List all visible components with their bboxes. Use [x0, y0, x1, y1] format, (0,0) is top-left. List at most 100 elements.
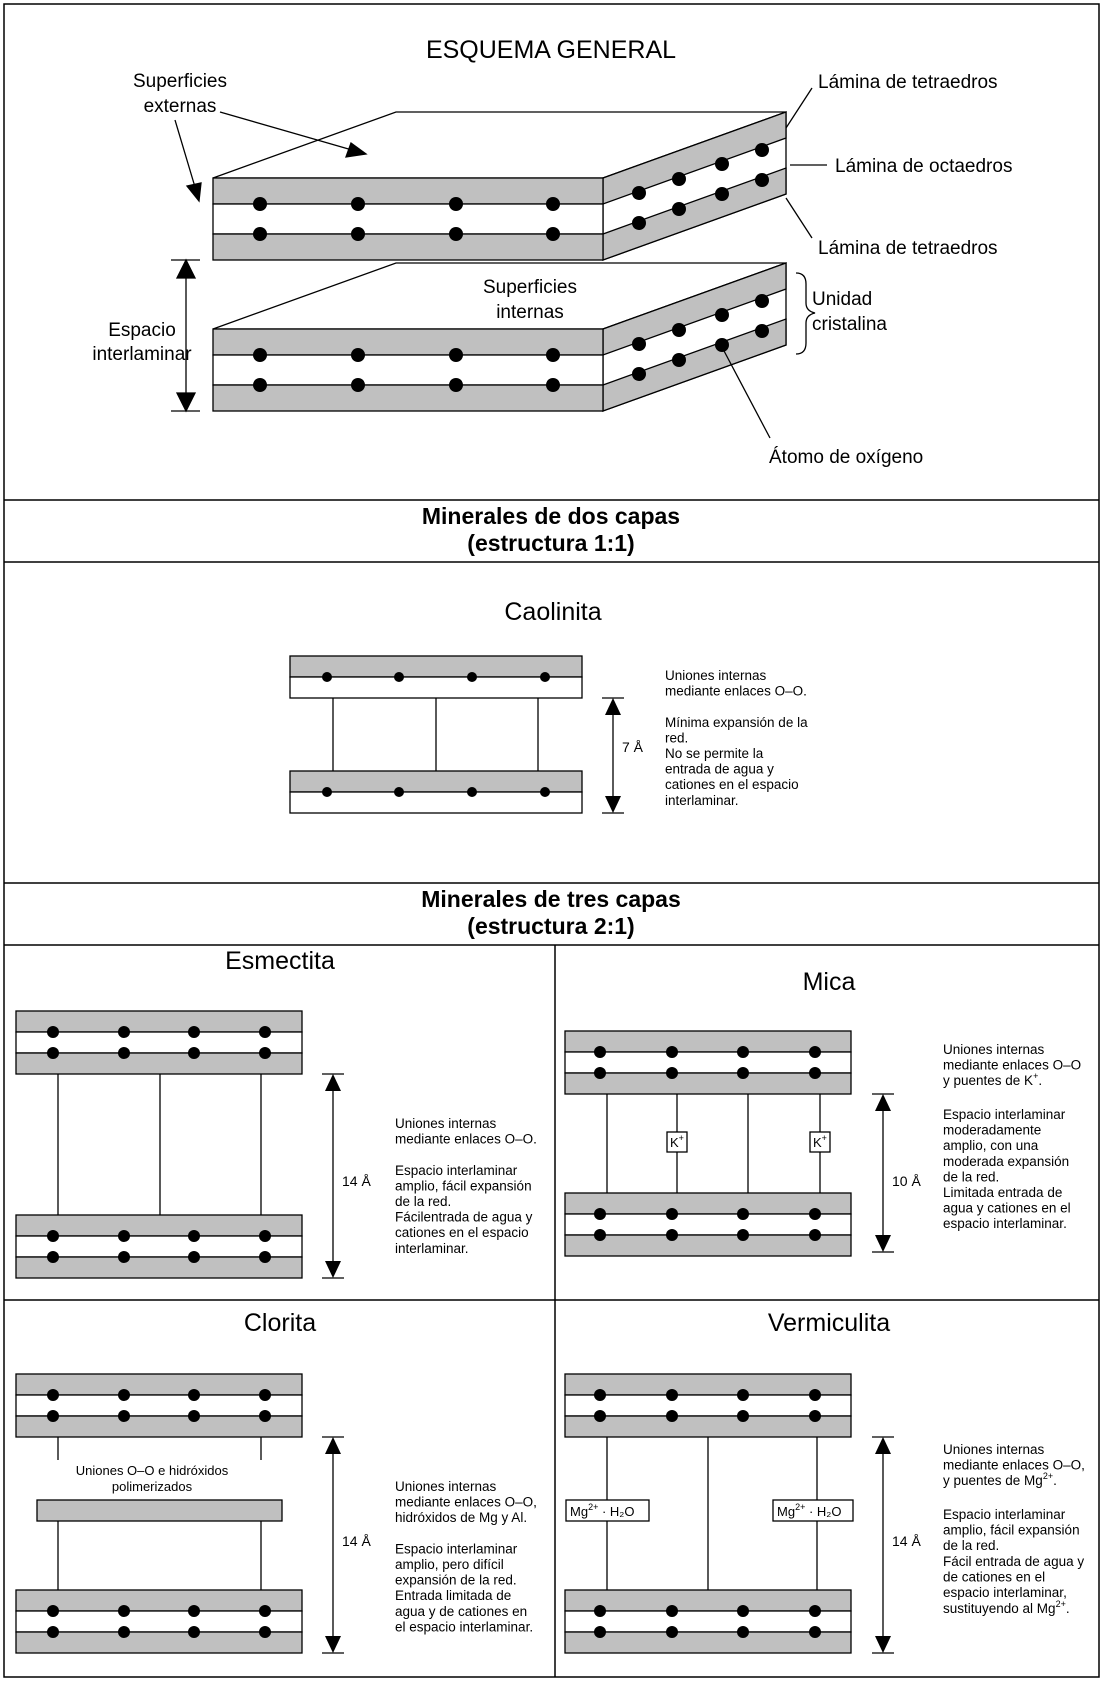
- mica-desc-line: Limitada entrada de: [943, 1185, 1062, 1200]
- oxygen-atom: [253, 197, 267, 211]
- oxygen-atom: [259, 1389, 271, 1401]
- potassium-ion-box: [666, 1131, 688, 1153]
- oxygen-atom: [467, 672, 477, 682]
- mica-panel: Mica K+K+ 10 Å Uniones internasmediante …: [564, 968, 1081, 1257]
- oxygen-atom: [47, 1605, 59, 1617]
- oxygen-atom: [449, 348, 463, 362]
- oxygen-atom: [259, 1047, 271, 1059]
- tetrahedral-sheet: [15, 1415, 303, 1438]
- oxygen-atom: [259, 1026, 271, 1038]
- oxygen-atom: [118, 1047, 130, 1059]
- tetrahedral-sheet: [564, 1030, 852, 1053]
- label-interlayer-2: interlaminar: [92, 344, 192, 365]
- chlorite-desc-line: Espacio interlaminar: [395, 1541, 518, 1556]
- oxygen-atom: [47, 1251, 59, 1263]
- mica-desc-line: agua y cationes en el: [943, 1201, 1071, 1216]
- arrow-head-up: [325, 1437, 341, 1454]
- magnesium-water-label: Mg2+ · H₂O: [777, 1502, 841, 1519]
- mica-desc-line: amplio, con una: [943, 1138, 1039, 1153]
- surfaces-external-arrows: [174, 111, 368, 203]
- label-surfaces-internal-2: internas: [496, 302, 564, 323]
- oxygen-atom: [47, 1410, 59, 1422]
- smectite-desc-line: cationes en el espacio: [395, 1225, 529, 1240]
- oxygen-atom: [666, 1208, 678, 1220]
- oxygen-atom: [594, 1229, 606, 1241]
- kaolinite-desc-line: mediante enlaces O–O.: [665, 684, 807, 699]
- oxygen-atom: [118, 1626, 130, 1638]
- label-crystal-unit-1: Unidad: [812, 289, 872, 310]
- oxygen-atom: [755, 324, 769, 338]
- oxygen-atom: [594, 1389, 606, 1401]
- kaolinite-desc-line: cationes en el espacio: [665, 777, 799, 792]
- tetrahedral-sheet: [15, 1010, 303, 1033]
- mica-desc-line: espacio interlaminar.: [943, 1216, 1067, 1231]
- octahedral-sheet: [289, 676, 583, 699]
- tetrahedral-sheet: [15, 1214, 303, 1237]
- mica-desc-line: Uniones internas: [943, 1042, 1045, 1057]
- label-crystal-unit-2: cristalina: [812, 314, 887, 335]
- smectite-desc-line: mediante enlaces O–O.: [395, 1132, 537, 1147]
- oxygen-atom: [253, 378, 267, 392]
- sheet-pointer-lines: [785, 87, 827, 239]
- label-surfaces-external-1: Superficies: [133, 71, 227, 92]
- oxygen-atom: [715, 308, 729, 322]
- label-surfaces-external-2: externas: [144, 96, 217, 117]
- oxygen-atom: [666, 1626, 678, 1638]
- tetrahedral-sheet: [15, 1373, 303, 1396]
- mica-desc-line: y puentes de K+.: [943, 1071, 1042, 1088]
- oxygen-atom: [546, 227, 560, 241]
- vermiculite-desc-line: Fácil entrada de agua y: [943, 1554, 1084, 1569]
- smectite-structure: [15, 1010, 344, 1279]
- oxygen-atom: [322, 672, 332, 682]
- oxygen-atom: [540, 787, 550, 797]
- oxygen-atom: [594, 1605, 606, 1617]
- kaolinite-spacing: 7 Å: [622, 739, 644, 755]
- oxygen-atom: [737, 1208, 749, 1220]
- oxygen-atom: [394, 672, 404, 682]
- oxygen-atom: [259, 1626, 271, 1638]
- chlorite-interlayer-label-1: Uniones O–O e hidróxidos: [76, 1463, 229, 1478]
- oxygen-atom: [809, 1626, 821, 1638]
- smectite-desc-line: Espacio interlaminar: [395, 1163, 518, 1178]
- crystal-unit-brace: [795, 272, 816, 355]
- smectite-desc-line: Fácilentrada de agua y: [395, 1210, 533, 1225]
- oxygen-atom: [118, 1410, 130, 1422]
- chlorite-desc-line: Uniones internas: [395, 1479, 497, 1494]
- oxygen-atom: [755, 294, 769, 308]
- oxygen-atom: [809, 1605, 821, 1617]
- tetrahedral-sheet: [564, 1072, 852, 1095]
- two-layer-header: Minerales de dos capas (estructura 1:1): [422, 503, 680, 556]
- mica-spacing: 10 Å: [892, 1173, 921, 1189]
- general-scheme: ESQUEMA GENERAL Superficies externas: [92, 36, 1012, 468]
- oxygen-atom: [809, 1229, 821, 1241]
- oxygen-atom: [666, 1389, 678, 1401]
- arrow-head-up: [605, 698, 621, 715]
- two-layer-heading-2: (estructura 1:1): [467, 530, 634, 556]
- vermiculite-desc-line: espacio interlaminar,: [943, 1585, 1067, 1600]
- oxygen-atom: [351, 348, 365, 362]
- tetrahedral-sheet: [15, 1052, 303, 1075]
- vermiculite-desc-line: y puentes de Mg2+.: [943, 1471, 1057, 1488]
- kaolinite-desc-line: No se permite la: [665, 746, 764, 761]
- potassium-ion-label: K+: [813, 1133, 827, 1150]
- oxygen-atom: [715, 157, 729, 171]
- chlorite-desc-line: Entrada limitada de: [395, 1588, 511, 1603]
- oxygen-atom: [449, 378, 463, 392]
- oxygen-atom: [594, 1067, 606, 1079]
- oxygen-atom: [253, 227, 267, 241]
- vermiculite-desc-line: amplio, fácil expansión: [943, 1523, 1080, 1538]
- oxygen-atom: [118, 1251, 130, 1263]
- chlorite-interlayer-label-2: polimerizados: [112, 1479, 193, 1494]
- oxygen-atom: [47, 1047, 59, 1059]
- smectite-desc-line: Uniones internas: [395, 1116, 497, 1131]
- tetrahedral-sheet: [564, 1631, 852, 1654]
- octahedral-sheet: [15, 1235, 303, 1258]
- kaolinite-desc-line: interlaminar.: [665, 793, 739, 808]
- oxygen-atom: [394, 787, 404, 797]
- oxygen-atom: [118, 1230, 130, 1242]
- three-layer-heading-2: (estructura 2:1): [467, 913, 634, 939]
- octahedral-sheet: [564, 1394, 852, 1417]
- oxygen-atom: [540, 672, 550, 682]
